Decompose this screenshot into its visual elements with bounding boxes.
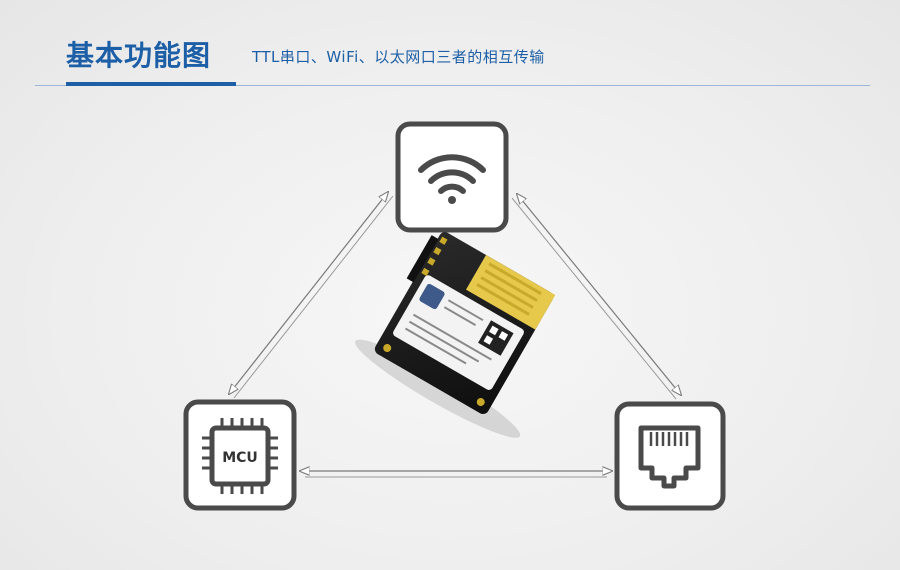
wifi-module-board-icon xyxy=(355,232,556,438)
arrow-wifi-ethernet xyxy=(511,194,681,400)
ethernet-port-icon xyxy=(638,425,701,489)
page-subtitle: TTL串口、WiFi、以太网口三者的相互传输 xyxy=(252,48,545,66)
arrow-mcu-ethernet xyxy=(300,471,612,478)
ethernet-node xyxy=(614,401,726,511)
wifi-icon xyxy=(418,154,486,204)
mcu-chip-icon xyxy=(202,418,278,494)
header-divider xyxy=(35,85,870,86)
mcu-node: MCU xyxy=(183,399,297,511)
title-underline xyxy=(66,82,236,86)
mcu-label: MCU xyxy=(222,450,258,466)
arrow-wifi-mcu xyxy=(229,192,394,399)
wifi-node xyxy=(395,121,509,233)
page-title: 基本功能图 xyxy=(66,39,212,72)
header: 基本功能图 TTL串口、WiFi、以太网口三者的相互传输 xyxy=(0,0,900,95)
